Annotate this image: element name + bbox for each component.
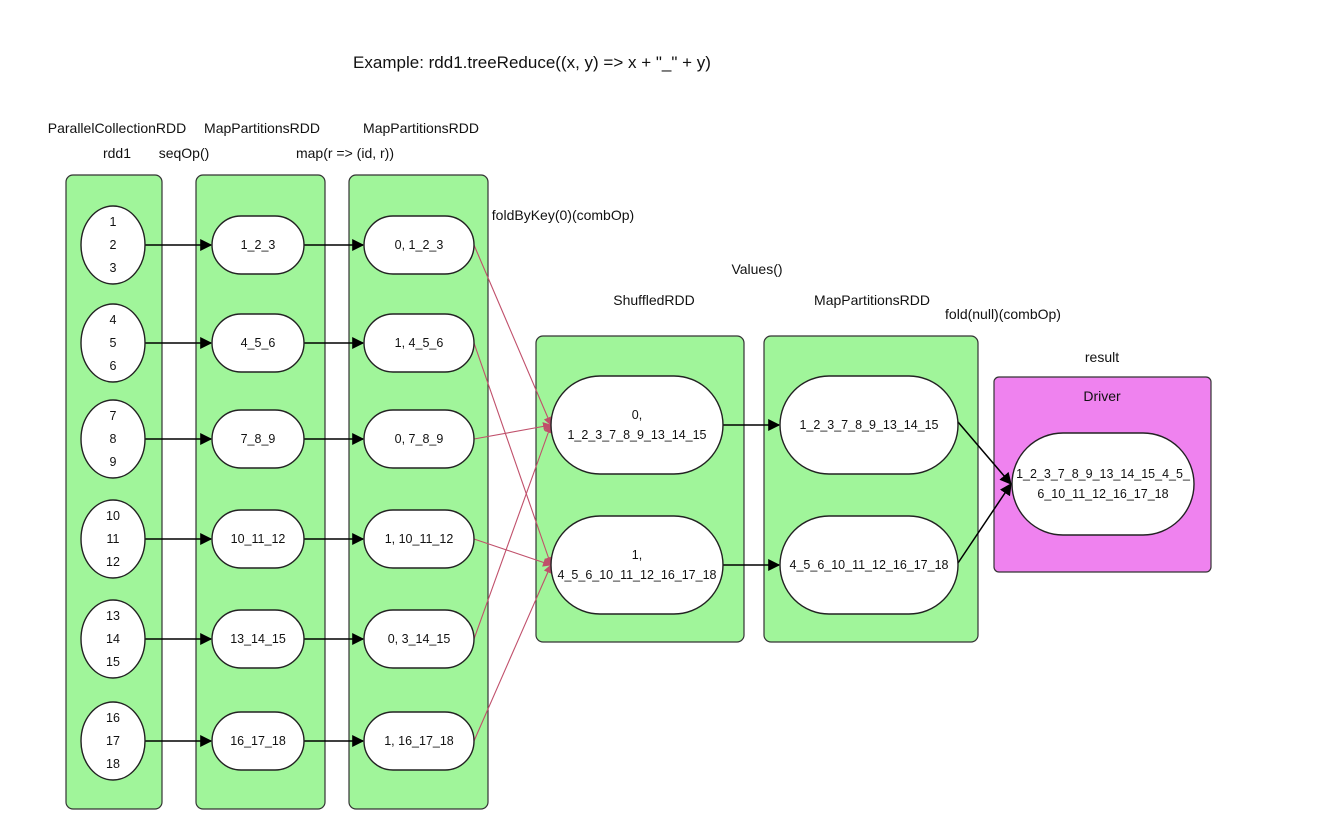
label-driver: Driver <box>1083 388 1121 404</box>
keyed-result-text: 0, 1_2_3 <box>395 238 444 252</box>
seqop-result-node <box>211 313 305 373</box>
partition-values: 8 <box>110 432 117 446</box>
keyed-result-text: 0, 7_8_9 <box>395 432 444 446</box>
seqop-result-text: 7_8_9 <box>241 432 276 446</box>
shuffle-arrow <box>473 424 553 640</box>
partition-values: 17 <box>106 734 120 748</box>
shuffle-arrow <box>473 244 552 426</box>
label-fold-by-key: foldByKey(0)(combOp) <box>492 207 634 223</box>
nodes: 1234567891011121314151617181_2_34_5_67_8… <box>80 205 1195 781</box>
partition-values: 13 <box>106 609 120 623</box>
keyed-result-text: 1, 10_11_12 <box>385 532 454 546</box>
label-map-partitions-rdd-3: MapPartitionsRDD <box>814 292 930 308</box>
values-text: 1_2_3_7_8_9_13_14_15 <box>799 418 938 432</box>
partition-circle <box>80 205 146 285</box>
shuffled-text: 1_2_3_7_8_9_13_14_15 <box>567 428 706 442</box>
keyed-result-node <box>363 313 475 373</box>
keyed-result-text: 0, 3_14_15 <box>388 632 451 646</box>
seqop-result-node <box>211 409 305 469</box>
shuffle-arrow <box>473 422 552 440</box>
partition-values: 12 <box>106 555 120 569</box>
values-node <box>779 515 959 615</box>
partition-circle <box>80 399 146 479</box>
label-parallel-collection-rdd: ParallelCollectionRDD <box>48 120 187 136</box>
shuffled-text: 4_5_6_10_11_12_16_17_18 <box>558 568 717 582</box>
result-node <box>1011 432 1195 536</box>
keyed-result-node <box>363 509 475 569</box>
label-result: result <box>1085 349 1119 365</box>
partition-circle <box>80 499 146 579</box>
values-node <box>779 375 959 475</box>
values-text: 4_5_6_10_11_12_16_17_18 <box>790 558 949 572</box>
seqop-result-text: 4_5_6 <box>241 336 276 350</box>
label-seqop: seqOp() <box>159 145 210 161</box>
partition-circle <box>80 701 146 781</box>
partition-values: 16 <box>106 711 120 725</box>
seqop-result-text: 1_2_3 <box>241 238 276 252</box>
partition-values: 15 <box>106 655 120 669</box>
label-values: Values() <box>731 261 782 277</box>
partition-values: 2 <box>110 238 117 252</box>
result-text: 1_2_3_7_8_9_13_14_15_4_5_ <box>1016 467 1191 481</box>
seqop-result-node <box>211 215 305 275</box>
links <box>145 239 1012 747</box>
partition-values: 3 <box>110 261 117 275</box>
label-rdd1: rdd1 <box>103 145 131 161</box>
seqop-result-node <box>211 609 305 669</box>
keyed-result-node <box>363 409 475 469</box>
shuffle-arrow <box>473 564 552 742</box>
label-fold: fold(null)(combOp) <box>945 306 1061 322</box>
seqop-result-node <box>211 711 305 771</box>
shuffle-arrow <box>473 538 552 567</box>
partition-values: 6 <box>110 359 117 373</box>
seqop-result-node <box>211 509 305 569</box>
partition-values: 9 <box>110 455 117 469</box>
shuffled-node <box>550 375 724 475</box>
seqop-result-text: 13_14_15 <box>230 632 286 646</box>
partition-values: 10 <box>106 509 120 523</box>
partition-circle <box>80 303 146 383</box>
label-shuffled-rdd: ShuffledRDD <box>613 292 694 308</box>
partition-values: 11 <box>107 532 120 546</box>
label-map-op: map(r => (id, r)) <box>296 145 394 161</box>
fold-arrow <box>957 483 1012 564</box>
keyed-result-node <box>363 711 475 771</box>
partition-circle <box>80 599 146 679</box>
label-map-partitions-rdd-2: MapPartitionsRDD <box>363 120 479 136</box>
partition-values: 4 <box>110 313 117 327</box>
shuffled-text: 0, <box>632 408 642 422</box>
fold-arrow <box>957 421 1012 485</box>
partition-values: 5 <box>110 336 117 350</box>
seqop-result-text: 16_17_18 <box>230 734 286 748</box>
keyed-result-node <box>363 215 475 275</box>
diagram-title: Example: rdd1.treeReduce((x, y) => x + "… <box>353 53 711 72</box>
partition-values: 7 <box>110 409 117 423</box>
shuffled-text: 1, <box>632 548 642 562</box>
seqop-result-text: 10_11_12 <box>231 532 286 546</box>
shuffled-node <box>550 515 724 615</box>
label-map-partitions-rdd-1: MapPartitionsRDD <box>204 120 320 136</box>
keyed-result-node <box>363 609 475 669</box>
keyed-result-text: 1, 16_17_18 <box>384 734 454 748</box>
partition-values: 18 <box>106 757 120 771</box>
partition-values: 1 <box>110 215 117 229</box>
shuffle-arrow <box>473 342 553 566</box>
result-text: 6_10_11_12_16_17_18 <box>1037 487 1168 501</box>
partition-values: 14 <box>106 632 120 646</box>
keyed-result-text: 1, 4_5_6 <box>395 336 444 350</box>
